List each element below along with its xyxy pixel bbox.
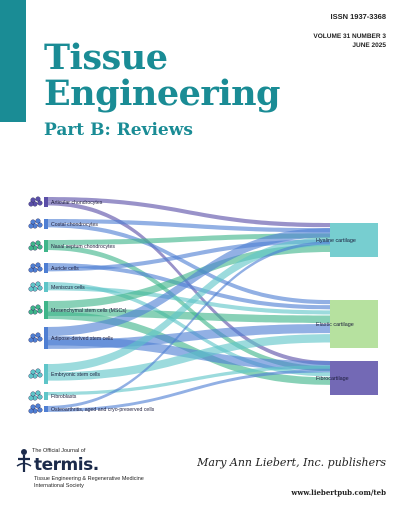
flow-bands: [46, 197, 330, 412]
source-label: Osteoarthritis, aged and cryo-preserved …: [51, 407, 155, 413]
cell-cluster-icon: [28, 218, 43, 229]
target-label: Fibrocartilage: [316, 376, 349, 382]
source-label: Embryonic stem cells: [51, 372, 100, 378]
cell-cluster-icon: [28, 368, 43, 379]
target-bar: [330, 361, 378, 395]
flow-band: [46, 241, 330, 409]
flow-band: [46, 223, 330, 305]
flow-band: [46, 197, 330, 228]
source-label: Meniscus cells: [51, 285, 85, 291]
cell-cluster-icon: [28, 240, 43, 251]
journal-title-line1: Tissue: [44, 37, 168, 78]
flow-band: [46, 282, 330, 377]
source-label: Fibroblasts: [51, 394, 77, 400]
source-label: Articular chondrocytes: [51, 200, 103, 206]
source-bar: [44, 263, 48, 273]
source-bar: [44, 219, 48, 229]
target-label: Hyaline cartilage: [316, 238, 356, 244]
source-label: Auricle cells: [51, 266, 79, 272]
flow-band: [46, 369, 330, 412]
source-bar: [44, 282, 48, 292]
source-label: Costal chondrocytes: [51, 222, 98, 228]
cell-cluster-icon: [28, 262, 43, 273]
source-bars: [44, 197, 48, 412]
flow-band: [46, 365, 330, 396]
cell-cluster-icon: [28, 403, 43, 414]
cell-cluster-icon: [28, 196, 43, 207]
volume-issue-label: VOLUME 31 NUMBER 3 JUNE 2025: [313, 32, 386, 50]
target-bar: [330, 300, 378, 348]
date-line: JUNE 2025: [352, 42, 386, 49]
flow-band: [46, 311, 330, 385]
flow-band: [46, 237, 330, 373]
flow-band: [46, 239, 330, 272]
flow-band: [46, 228, 330, 337]
source-label: Adipose-derived stem cells: [51, 336, 113, 342]
target-bars: [330, 223, 378, 395]
flow-band: [46, 244, 330, 309]
source-label: Nasal septum chondrocytes: [51, 244, 115, 250]
cell-cluster-icon: [28, 281, 43, 292]
cell-cluster-icon: [28, 304, 43, 315]
source-label: Mesenchymal stem cells (MSCs): [51, 308, 127, 314]
source-bar: [44, 406, 48, 412]
volume-line: VOLUME 31 NUMBER 3: [313, 33, 386, 40]
flow-band: [46, 334, 330, 381]
flow-band: [46, 324, 330, 349]
target-bar: [330, 223, 378, 257]
source-bar: [44, 197, 48, 207]
society-full-name: Tissue Engineering & Regenerative Medici…: [34, 476, 144, 489]
flow-band: [46, 219, 330, 233]
teal-accent-block: [0, 0, 26, 122]
journal-subtitle: Part B: Reviews: [44, 120, 193, 140]
publisher-logo-text: Mary Ann Liebert, Inc. publishers: [197, 456, 386, 469]
publisher-url: www.liebertpub.com/teb: [291, 488, 386, 497]
source-bar: [44, 240, 48, 252]
cell-cluster-icon: [28, 390, 43, 401]
source-bar: [44, 301, 48, 319]
termis-logo-icon: [16, 449, 32, 472]
society-name: termis.: [34, 455, 99, 475]
flow-band: [46, 308, 330, 323]
flow-band: [46, 233, 330, 245]
source-bar: [44, 327, 48, 349]
source-bar: [44, 364, 48, 384]
issn-label: ISSN 1937-3368: [330, 12, 386, 21]
official-journal-label: The Official Journal of: [32, 448, 86, 454]
source-bar: [44, 392, 48, 400]
journal-title-line2: Engineering: [44, 73, 281, 114]
cell-cluster-icon: [28, 332, 43, 343]
target-label: Elastic cartilage: [316, 322, 354, 328]
cell-icons: [28, 196, 43, 414]
flow-band: [46, 286, 330, 315]
